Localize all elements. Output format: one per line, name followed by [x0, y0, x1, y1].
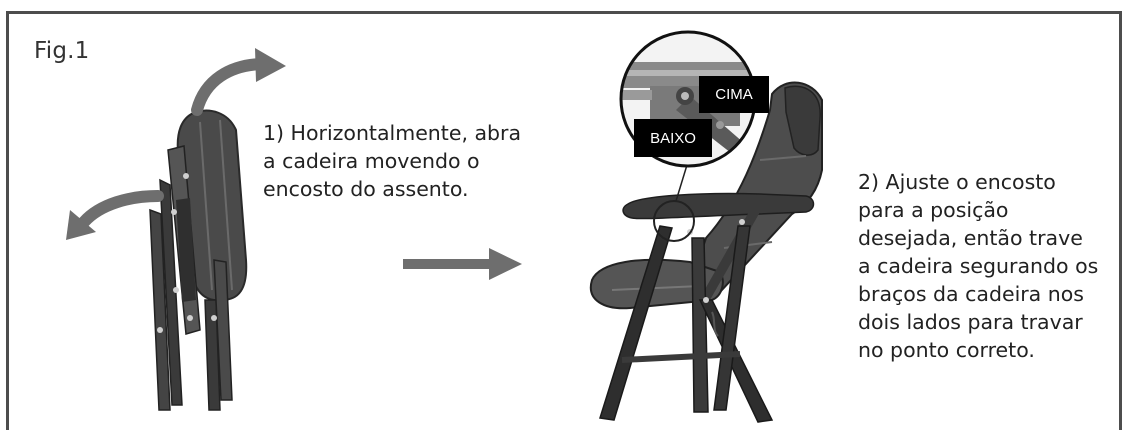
figure-label: Fig.1 [34, 38, 90, 64]
direction-arrow-icon [403, 248, 522, 280]
folded-chair-icon [149, 109, 248, 411]
unfold-arrow-icon [66, 190, 164, 240]
step-2-text: 2) Ajuste o encosto para a posição desej… [858, 170, 1099, 362]
step-1-text: 1) Horizontalmente, abra a cadeira moven… [263, 121, 522, 201]
reclining-chair-icon [589, 81, 823, 423]
unfold-arrow-icon [191, 48, 286, 116]
down-label: BAIXO [634, 119, 712, 157]
up-label: CIMA [699, 76, 769, 113]
